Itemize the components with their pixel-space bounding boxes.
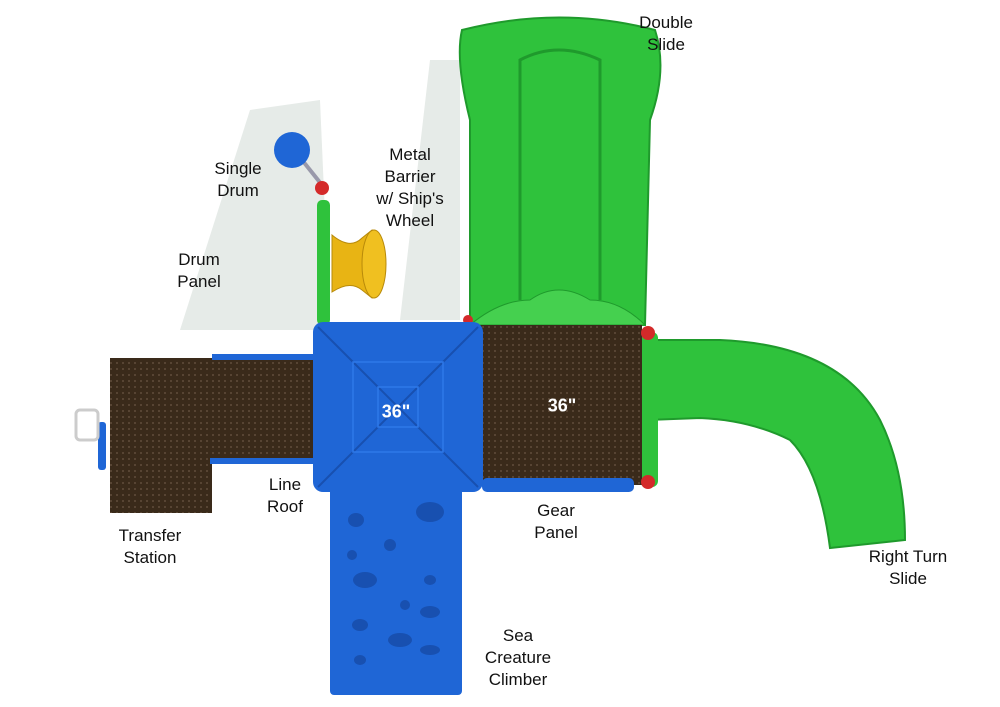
- right-turn-slide: [647, 339, 907, 550]
- transfer-station: [74, 354, 315, 513]
- label-line: Station: [123, 548, 177, 567]
- label-line: Wheel: [385, 211, 435, 230]
- label-line-roof: Line Roof: [267, 474, 303, 518]
- ships-wheel: [331, 229, 387, 299]
- label-line: Panel: [534, 523, 578, 542]
- label-line: Climber: [488, 670, 548, 689]
- gear-panel: [482, 478, 634, 492]
- label-line: Slide: [647, 35, 685, 54]
- label-sea-creature-climber: Sea Creature Climber: [485, 625, 551, 691]
- label-line: Single: [214, 159, 262, 178]
- clamp: [315, 181, 329, 195]
- label-transfer-station: Transfer Station: [119, 525, 182, 569]
- label-double-slide: Double Slide: [639, 12, 693, 56]
- label-drum-panel: Drum Panel: [177, 249, 220, 293]
- label-line: Gear: [537, 501, 575, 520]
- sea-creature-climber: [330, 488, 462, 695]
- label-line: Panel: [177, 272, 221, 291]
- label-line: Line: [268, 475, 302, 494]
- label-line: Creature: [484, 648, 552, 667]
- label-single-drum: Single Drum: [214, 158, 261, 202]
- label-line: w/ Ship's: [376, 189, 444, 208]
- label-line: Barrier: [384, 167, 436, 186]
- label-right-turn-slide: Right Turn Slide: [869, 546, 947, 590]
- label-line: Transfer: [118, 526, 182, 545]
- right-deck: [477, 325, 642, 485]
- label-line: Drum: [217, 181, 259, 200]
- line-roof: [313, 322, 483, 492]
- label-metal-barrier: Metal Barrier w/ Ship's Wheel: [376, 144, 444, 232]
- right-deck-height: 36": [547, 395, 577, 416]
- label-gear-panel: Gear Panel: [534, 500, 577, 544]
- drum-panel: [317, 200, 330, 325]
- clamp: [641, 475, 655, 489]
- label-line: Sea: [502, 626, 534, 645]
- clamp: [641, 326, 655, 340]
- label-line: Double: [639, 13, 693, 32]
- label-line: Slide: [889, 569, 927, 588]
- double-slide: [458, 16, 662, 326]
- label-line: Drum: [178, 250, 220, 269]
- roof-deck-height: 36": [381, 401, 411, 422]
- single-drum: [274, 132, 324, 187]
- label-line: Right Turn: [868, 547, 948, 566]
- shadow: [400, 60, 460, 320]
- label-line: Metal: [389, 145, 431, 164]
- label-line: Roof: [267, 497, 303, 516]
- slide-entry-hood: [640, 332, 658, 487]
- shadow: [180, 100, 330, 330]
